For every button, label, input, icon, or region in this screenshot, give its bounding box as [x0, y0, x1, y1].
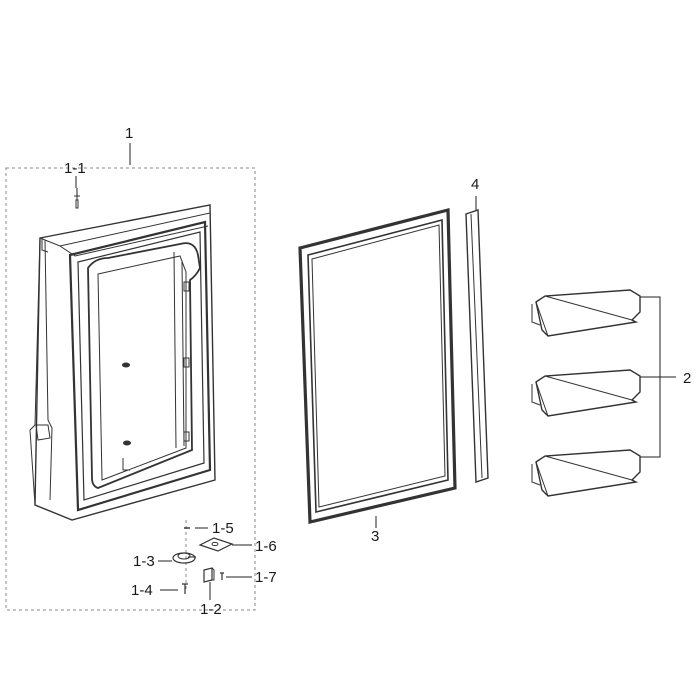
bins-bracket — [640, 296, 676, 458]
door-assembly-part — [29, 204, 216, 521]
label-1: 1 — [125, 125, 133, 142]
door-assembly-group-box — [5, 167, 256, 611]
label-2: 2 — [683, 370, 691, 387]
door-gasket-part — [298, 207, 457, 525]
label-1-2: 1-2 — [200, 601, 222, 618]
screw-part-1-1 — [74, 188, 80, 209]
label-1-3: 1-3 — [133, 553, 155, 570]
vertical-strip-part — [465, 196, 489, 483]
door-bin-bottom — [531, 449, 641, 497]
label-1-5: 1-5 — [212, 520, 234, 537]
label-1-4: 1-4 — [131, 582, 153, 599]
door-bin-middle — [531, 369, 641, 417]
label-1-6: 1-6 — [255, 538, 277, 555]
part-labels: 1 1-1 1-5 1-6 1-3 1-7 1-4 1-2 3 4 2 — [64, 125, 691, 618]
hinge-parts-cluster — [172, 520, 234, 594]
label-3: 3 — [371, 528, 379, 545]
label-4: 4 — [471, 176, 479, 193]
label-1-7: 1-7 — [255, 569, 277, 586]
leader-lines — [75, 143, 377, 600]
label-1-1: 1-1 — [64, 160, 86, 177]
door-bin-top — [531, 289, 641, 337]
